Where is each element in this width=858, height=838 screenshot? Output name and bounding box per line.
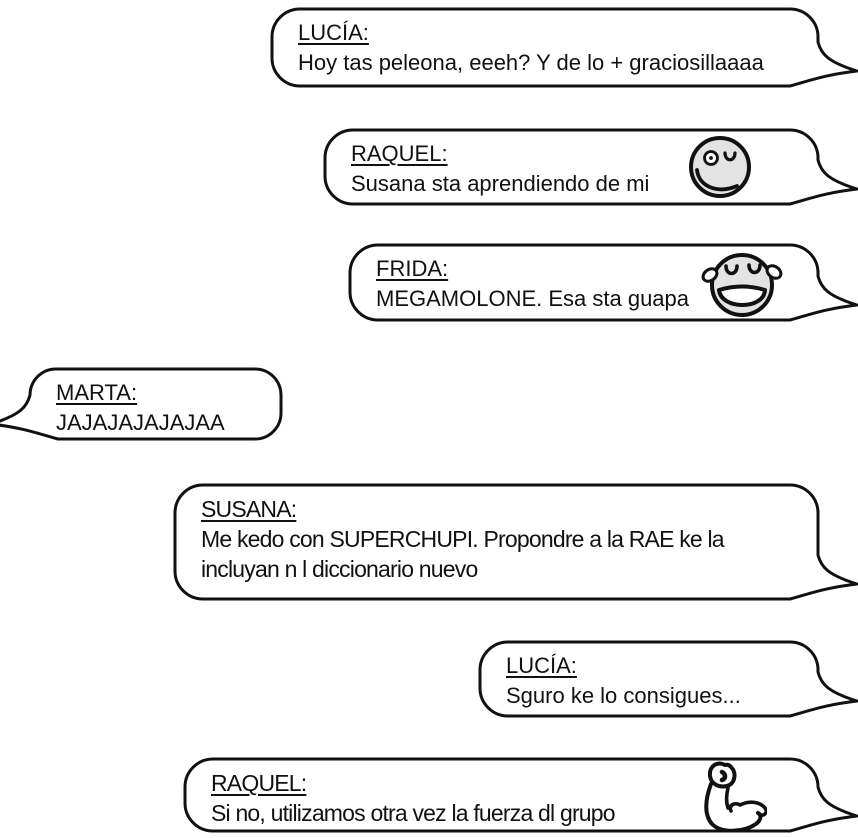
speaker-name: LUCÍA: [298, 20, 369, 45]
message-text: Hoy tas peleona, eeeh? Y de lo + gracios… [298, 50, 764, 75]
bubble-content: RAQUEL: Susana sta aprendiendo de mi [323, 128, 820, 199]
speech-bubble: LUCÍA: Hoy tas peleona, eeeh? Y de lo + … [270, 7, 858, 88]
message-text: Susana sta aprendiendo de mi [351, 171, 650, 196]
speaker-name: LUCÍA: [506, 653, 577, 678]
speech-bubble: MARTA: JAJAJAJAJAJAA [0, 367, 283, 441]
bubble-outline [173, 483, 858, 601]
speech-bubble: LUCÍA: Sguro ke lo consigues... [478, 640, 858, 718]
bubble-outline [478, 640, 858, 718]
bubble-content: FRIDA: MEGAMOLONE. Esa sta guapa [348, 243, 820, 314]
speech-bubble: FRIDA: MEGAMOLONE. Esa sta guapa [348, 243, 858, 322]
bubble-content: SUSANA: Me kedo con SUPERCHUPI. Propondr… [173, 483, 820, 584]
message-text: Sguro ke lo consigues... [506, 683, 741, 708]
message-text: MEGAMOLONE. Esa sta guapa [376, 286, 690, 311]
speech-bubble: RAQUEL: Susana sta aprendiendo de mi [323, 128, 858, 206]
speaker-name: MARTA: [56, 380, 138, 405]
message-text: Me kedo con SUPERCHUPI. Propondre a la R… [201, 526, 725, 582]
bubble-content: LUCÍA: Hoy tas peleona, eeeh? Y de lo + … [270, 7, 820, 78]
bubble-outline [183, 757, 858, 833]
bubble-content: LUCÍA: Sguro ke lo consigues... [478, 640, 820, 711]
speaker-name: SUSANA: [201, 496, 297, 522]
speech-bubble: SUSANA: Me kedo con SUPERCHUPI. Propondr… [173, 483, 858, 601]
flexed-bicep-icon [704, 761, 767, 832]
speaker-name: RAQUEL: [351, 141, 448, 166]
bubble-content: RAQUEL: Si no, utilizamos otra vez la fu… [183, 757, 820, 828]
laughing-tears-smiley-icon [701, 253, 783, 317]
message-text: JAJAJAJAJAJAA [56, 410, 225, 435]
bubble-content: MARTA: JAJAJAJAJAJAA [28, 367, 283, 438]
winking-smiley-icon [689, 136, 751, 198]
bubble-outline [0, 367, 283, 441]
speaker-name: RAQUEL: [211, 770, 307, 796]
speech-bubble: RAQUEL: Si no, utilizamos otra vez la fu… [183, 757, 858, 833]
speaker-name: FRIDA: [376, 256, 449, 281]
bubble-outline [270, 7, 858, 88]
message-text: Si no, utilizamos otra vez la fuerza dl … [211, 800, 616, 826]
